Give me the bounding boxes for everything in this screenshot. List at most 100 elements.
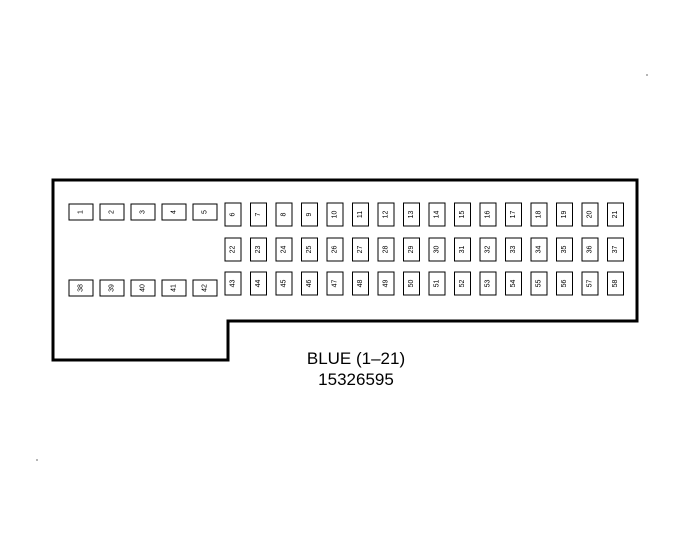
pin-number: 10 [332,211,339,219]
pin-cavity [224,271,242,296]
pin-cavity [581,202,599,227]
pin-cavity [99,203,125,221]
pin-22: 22 [224,237,242,262]
pin-cavity [275,202,293,227]
pin-number: 23 [255,246,262,254]
pin-number: 9 [306,212,313,216]
pin-14: 14 [428,202,446,227]
pin-32: 32 [479,237,497,262]
pin-34: 34 [530,237,548,262]
pin-number: 15 [459,211,466,219]
pin-48: 48 [352,271,369,296]
connector-outline [51,178,639,362]
pin-39: 39 [99,279,125,297]
pin-55: 55 [530,271,548,296]
pin-42: 42 [192,279,218,297]
pin-number: 41 [171,284,178,292]
pin-number: 40 [140,284,147,292]
pin-cavity [607,202,624,227]
pin-number: 45 [281,280,288,288]
connector-part-number: 15326595 [318,370,394,389]
pin-11: 11 [352,202,369,227]
pin-cavity [224,237,242,262]
pin-cavity [275,237,293,262]
connector-color-label: BLUE (1–21) [306,349,406,368]
pin-cavity [454,237,471,262]
pin-cavity [192,279,218,297]
pin-cavity [556,237,573,262]
pin-number: 30 [434,246,441,254]
pin-6: 6 [224,202,242,227]
pin-cavity [377,202,395,227]
pin-23: 23 [250,237,267,262]
pin-number: 7 [255,212,262,216]
pin-number: 20 [587,211,594,219]
pin-49: 49 [377,271,395,296]
pin-cavity [99,279,125,297]
pin-number: 12 [383,211,390,219]
pin-number: 51 [434,280,441,288]
pin-46: 46 [301,271,318,296]
pin-cavity [454,202,471,227]
pin-cavity [352,271,369,296]
pin-number: 17 [510,211,517,219]
pin-cavity [130,279,156,297]
pin-number: 13 [408,211,415,219]
pin-57: 57 [581,271,599,296]
pin-43: 43 [224,271,242,296]
pin-number: 6 [230,212,237,216]
pin-45: 45 [275,271,293,296]
pin-number: 37 [612,246,619,254]
pin-number: 34 [536,246,543,254]
stray-dot [646,74,648,76]
pin-20: 20 [581,202,599,227]
pin-number: 38 [78,284,85,292]
pin-cavity [301,271,318,296]
pin-number: 21 [612,211,619,219]
pin-cavity [607,271,624,296]
pin-cavity [607,237,624,262]
pin-2: 2 [99,203,125,221]
pin-number: 49 [383,280,390,288]
pin-31: 31 [454,237,471,262]
pin-number: 5 [202,210,209,214]
pin-cavity [556,202,573,227]
pin-number: 52 [459,280,466,288]
pin-cavity [505,237,522,262]
pin-cavity [403,271,420,296]
pin-number: 57 [587,280,594,288]
pin-cavity [250,202,267,227]
pin-number: 54 [510,280,517,288]
pin-cavity [505,202,522,227]
pin-number: 36 [587,246,594,254]
pin-9: 9 [301,202,318,227]
pin-cavity [428,237,446,262]
pin-number: 43 [230,280,237,288]
pin-cavity [530,237,548,262]
pin-number: 14 [434,211,441,219]
pin-number: 35 [561,246,568,254]
pin-cavity [250,237,267,262]
pin-7: 7 [250,202,267,227]
pin-41: 41 [161,279,187,297]
pin-cavity [326,237,344,262]
pin-21: 21 [607,202,624,227]
pin-number: 46 [306,280,313,288]
pin-number: 8 [281,212,288,216]
stray-dot [36,459,38,461]
pin-33: 33 [505,237,522,262]
pin-37: 37 [607,237,624,262]
pin-number: 25 [306,246,313,254]
pin-number: 53 [485,280,492,288]
pin-38: 38 [68,279,94,297]
pin-27: 27 [352,237,369,262]
pin-47: 47 [326,271,344,296]
pin-number: 22 [230,246,237,254]
pin-cavity [403,202,420,227]
pin-cavity [68,279,94,297]
pin-cavity [505,271,522,296]
pin-number: 24 [281,246,288,254]
pin-number: 2 [109,210,116,214]
pin-cavity [428,202,446,227]
pin-cavity [250,271,267,296]
